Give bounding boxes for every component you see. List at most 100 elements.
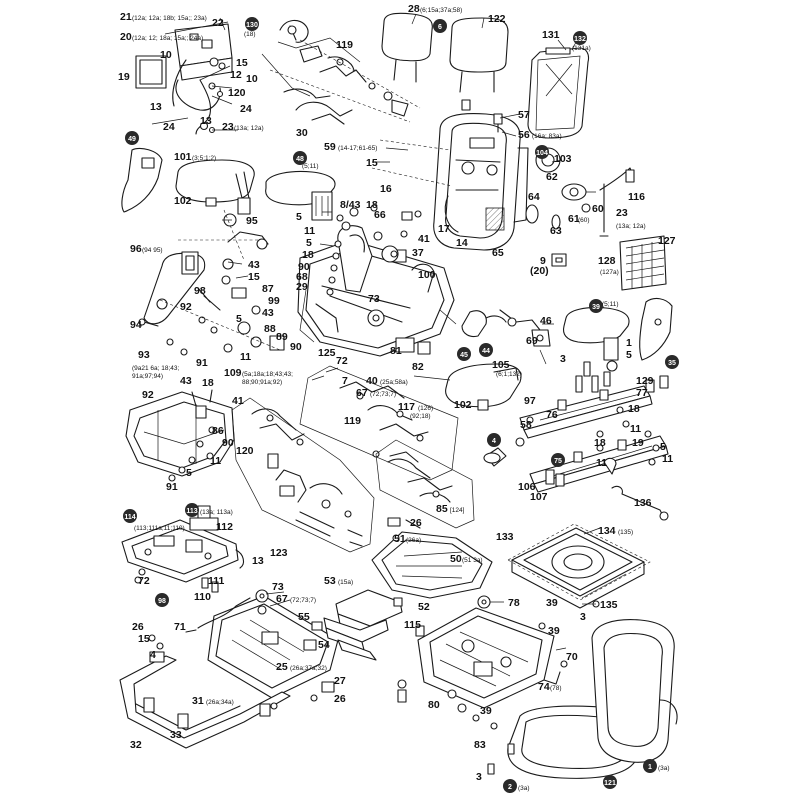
label-51-sub: (26a): [406, 537, 421, 544]
label-109-sub: (5a;18a;18;43;43;: [242, 371, 293, 378]
label-26: 26: [410, 517, 422, 529]
label-111: 111: [208, 575, 225, 587]
label-13b: 13: [200, 115, 212, 127]
label-103: 103: [554, 153, 572, 165]
lever-46: [461, 309, 551, 347]
label-134: 134: [598, 525, 616, 537]
cushion-brackets: [323, 589, 403, 661]
svg-text:132: 132: [574, 36, 586, 43]
label-18e: 18: [594, 437, 606, 449]
label-92b: 92: [142, 389, 154, 401]
label-112: 112: [216, 521, 233, 533]
svg-text:45: 45: [460, 352, 468, 359]
label-94: 94: [130, 319, 142, 331]
svg-text:39: 39: [592, 304, 600, 311]
label-120b: 120: [236, 445, 254, 457]
badge-48: 48: [293, 151, 307, 165]
label-93-sub2: 91a;97;94): [132, 373, 163, 380]
badge-113: 113: [185, 503, 199, 517]
label-2-sub: (3a): [518, 785, 530, 792]
label-61-sub: (60): [578, 217, 590, 224]
backrest-cushion: [591, 619, 678, 763]
label-117-sub2: (92;18): [410, 413, 431, 420]
label-134-sub: (135): [618, 529, 633, 536]
label-93-sub: (9a21 6a; 18;43;: [132, 365, 180, 372]
label-133: 133: [496, 531, 514, 543]
label-41b: 41: [232, 395, 244, 407]
badge-39: 39: [589, 299, 603, 313]
label-101-sub: (3;5;1;2): [192, 155, 216, 162]
label-11b: 11: [240, 351, 251, 363]
label-86: 86: [212, 425, 224, 437]
label-15d: 15: [248, 271, 260, 283]
label-74: 74: [538, 681, 550, 693]
label-125: 125: [318, 347, 336, 359]
label-28: 28: [408, 3, 420, 15]
label-59-sub: (14-17;61-65): [338, 145, 377, 152]
label-120: 120: [228, 87, 246, 99]
label-110: 110: [194, 591, 211, 603]
label-11d: 11: [630, 423, 641, 435]
label-78: 78: [508, 597, 520, 609]
label-66: 66: [374, 209, 386, 221]
badge-132: 132: [573, 31, 587, 45]
label-71: 71: [174, 621, 186, 633]
label-31-sub: (26a;34a): [206, 699, 234, 706]
label-37: 37: [412, 247, 424, 259]
badge-104: 104: [535, 145, 549, 159]
label-101: 101: [174, 151, 192, 163]
label-119b: 119: [344, 415, 361, 427]
label-23-sub: (13a; 12a): [234, 125, 264, 132]
seat-pan-frame: [297, 225, 457, 357]
label-96: 96: [130, 243, 142, 255]
svg-text:2: 2: [508, 784, 512, 791]
lever-box-117: [299, 365, 459, 481]
center-small-hardware: [326, 204, 422, 296]
label-48-sub: (5;11): [302, 163, 319, 170]
label-57: 57: [518, 109, 530, 121]
label-23b-sub: (13a; 12a): [616, 223, 646, 230]
label-65: 65: [492, 247, 504, 259]
label-95: 95: [246, 215, 258, 227]
label-105-sub: (6;1;132): [496, 371, 522, 378]
label-70: 70: [566, 651, 578, 663]
badge-45: 45: [457, 347, 471, 361]
label-129: 129: [636, 375, 654, 387]
label-93: 93: [138, 349, 150, 361]
label-24a: 24: [240, 103, 252, 115]
label-67b: 67: [276, 593, 288, 605]
label-39c: 39: [480, 705, 492, 717]
label-24b: 24: [163, 121, 175, 133]
svg-text:104: 104: [536, 150, 548, 157]
label-12: 12: [230, 69, 242, 81]
badge-1: 1: [643, 759, 657, 773]
label-31: 31: [192, 695, 204, 707]
lever-box-85: [375, 439, 475, 529]
label-123: 123: [270, 547, 288, 559]
lever-box-109: [125, 389, 235, 482]
label-14: 14: [456, 237, 468, 249]
label-105: 105: [492, 359, 510, 371]
label-100: 100: [418, 269, 436, 281]
label-3: 3: [560, 353, 566, 365]
label-102b: 102: [454, 399, 472, 411]
side-cover-35: [639, 297, 673, 361]
label-19b: 19: [632, 437, 644, 449]
label-56: 56: [518, 129, 530, 141]
label-88: 88: [264, 323, 276, 335]
label-135: 135: [600, 599, 618, 611]
label-132-sub: (131a): [572, 45, 591, 52]
badge-98: 98: [155, 593, 169, 607]
label-54: 54: [318, 639, 330, 651]
label-67b-sub: (72;73;7): [290, 597, 316, 604]
label-39: 39: [546, 597, 558, 609]
svg-text:6: 6: [438, 24, 442, 31]
label-5f: 5: [660, 441, 666, 453]
bottom-screws: [487, 743, 515, 775]
label-40-sub: (25a;58a): [380, 379, 408, 386]
label-62: 62: [546, 171, 558, 183]
label-19: 19: [118, 71, 130, 83]
backrest-frame: [371, 112, 529, 251]
